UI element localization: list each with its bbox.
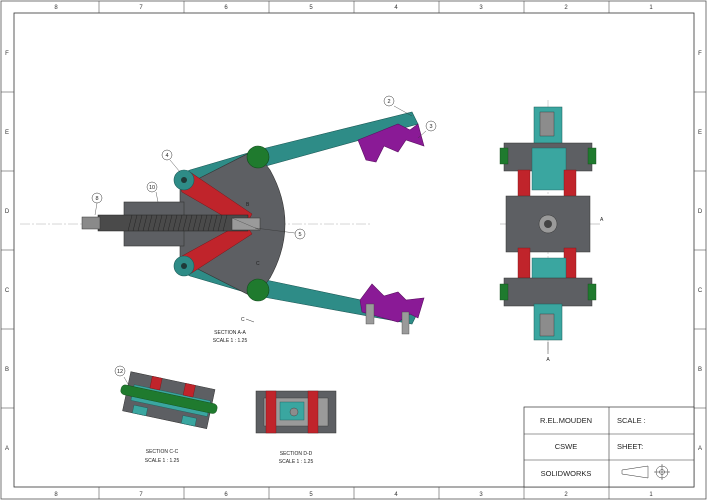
balloon [294, 228, 306, 240]
balloon [146, 181, 158, 193]
section-a-a-view: B C C [20, 111, 425, 335]
zone-label: 1 [649, 492, 653, 498]
top-block-lower [503, 277, 593, 307]
screw-threads [127, 214, 228, 232]
balloon [91, 192, 103, 204]
upper-jaw [357, 123, 425, 163]
section-d-d-scale: SCALE 1 : 1.25 [279, 459, 314, 465]
zone-label: 5 [309, 5, 313, 11]
zone-label: F [5, 51, 9, 57]
balloons: 2 3 4 8 10 5 12 [91, 95, 437, 385]
zone-ticks-horizontal [98, 1, 610, 499]
balloon-number: 5 [298, 232, 301, 238]
threaded-screw [97, 214, 249, 232]
balloon-number: 3 [429, 124, 432, 130]
section-marker-a: A [600, 217, 604, 223]
top-green-pin [587, 147, 597, 165]
zone-label: C [5, 288, 10, 294]
top-green-pin [499, 147, 509, 165]
section-a-a-title: SECTION A-A [214, 330, 246, 336]
pivot-pin [181, 177, 187, 183]
sheet-label: SHEET: [617, 442, 643, 451]
balloon [425, 120, 437, 132]
lower-hinge-pin [246, 278, 270, 302]
zone-label: 3 [479, 492, 483, 498]
screw-head [81, 216, 101, 230]
author-name: R.EL.MOUDEN [540, 416, 592, 425]
title-block: R.EL.MOUDEN SCALE : CSWE SHEET: SOLIDWOR… [523, 406, 695, 488]
zone-label: 8 [54, 5, 58, 11]
section-marker-a-bottom: A [546, 357, 550, 363]
zone-label: 1 [649, 5, 653, 11]
balloon [114, 365, 126, 377]
jaw-bolt [401, 311, 410, 335]
zone-label: 6 [224, 492, 228, 498]
zone-label: 8 [54, 492, 58, 498]
balloon-number: 12 [117, 369, 123, 375]
top-view: A A [499, 100, 604, 363]
section-c-c-scale: SCALE 1 : 1.25 [145, 458, 180, 464]
scale-label: SCALE : [617, 416, 646, 425]
zone-label: D [5, 209, 10, 215]
organization: CSWE [555, 442, 578, 451]
zone-labels-right: F E D C B A [698, 51, 703, 452]
zone-label: 5 [309, 492, 313, 498]
zone-labels-bottom: 8 7 6 5 4 3 2 1 [54, 492, 653, 498]
zone-labels-top: 8 7 6 5 4 3 2 1 [54, 5, 653, 11]
bottom-screw [539, 313, 555, 337]
zone-label: 6 [224, 5, 228, 11]
projection-symbol-icon [621, 464, 670, 480]
section-c-c-view [120, 371, 218, 429]
zone-label: C [698, 288, 703, 294]
top-center-hole [544, 220, 552, 228]
zone-label: 4 [394, 492, 398, 498]
zone-label: B [698, 367, 702, 373]
top-red-link [517, 169, 531, 201]
zone-label: 7 [139, 5, 143, 11]
top-red-link [563, 169, 577, 201]
zone-label: 7 [139, 492, 143, 498]
zone-label: 2 [564, 5, 568, 11]
section-a-a-scale: SCALE 1 : 1.25 [213, 338, 248, 344]
zone-label: 3 [479, 5, 483, 11]
top-arm-knuckle [531, 147, 567, 191]
balloon [161, 149, 173, 161]
jaw-bolt [365, 303, 375, 325]
bottom-green-pin [499, 283, 509, 301]
zone-ticks-vertical [1, 91, 706, 409]
section-d-d-view [255, 390, 337, 434]
balloon-number: 10 [149, 185, 155, 191]
upper-hinge-pin [246, 145, 270, 169]
bottom-green-pin [587, 283, 597, 301]
zone-label: E [5, 130, 9, 136]
section-marker-c: C [256, 261, 260, 267]
software-name: SOLIDWORKS [541, 469, 592, 478]
zone-label: A [698, 446, 702, 452]
pivot-pin [181, 263, 187, 269]
balloon-number: 2 [387, 99, 390, 105]
section-d-d-title: SECTION D-D [280, 451, 313, 457]
balloon [383, 95, 395, 107]
zone-label: 4 [394, 5, 398, 11]
top-screw [539, 111, 555, 137]
zone-label: A [5, 446, 9, 452]
balloon-number: 8 [95, 196, 98, 202]
zone-label: B [5, 367, 9, 373]
section-marker-c: C [241, 317, 245, 323]
zone-label: E [698, 130, 702, 136]
bottom-red-link [517, 247, 531, 279]
section-c-c-title: SECTION C-C [146, 449, 179, 455]
zone-label: D [698, 209, 703, 215]
balloon-number: 4 [165, 153, 168, 159]
zone-label: 2 [564, 492, 568, 498]
zone-labels-left: F E D C B A [5, 51, 10, 452]
section-marker-b: B [246, 202, 250, 208]
zone-label: F [698, 51, 702, 57]
